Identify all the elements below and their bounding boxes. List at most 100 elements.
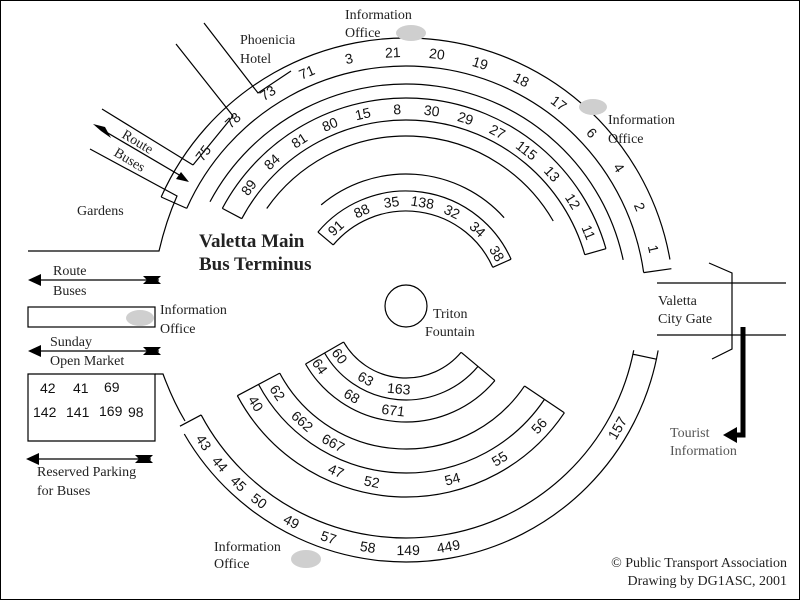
bay-number: 138 <box>410 193 436 212</box>
tourist-info-line2: Information <box>670 444 737 459</box>
route-road-upper <box>101 108 194 166</box>
city-gate-line2: City Gate <box>658 312 712 327</box>
bay-number: 68 <box>341 385 363 407</box>
city-gate-line1: Valetta <box>658 294 698 309</box>
bay-number: 449 <box>435 536 461 556</box>
left-box-route: 69 <box>104 379 120 395</box>
bay-arcs <box>160 37 672 563</box>
info-office-right-line1: Information <box>608 113 675 128</box>
outer-bottom-arc-inner <box>200 350 635 539</box>
tourist-info-line1: Tourist <box>670 426 710 441</box>
outer-bottom-end <box>179 414 202 427</box>
bay-number: 55 <box>489 448 511 470</box>
bay-number: 81 <box>288 129 310 151</box>
second-end <box>222 207 243 220</box>
bay-number: 88 <box>351 200 372 221</box>
bay-number: 91 <box>325 217 347 239</box>
outer-top-end <box>643 268 672 274</box>
outer-top-end <box>160 196 187 209</box>
road-edges <box>27 22 786 442</box>
middle-bottom-arc-3 <box>236 395 565 498</box>
info-office-left-icon <box>126 310 154 326</box>
reserved-parking-line2: for Buses <box>37 484 90 499</box>
bay-number: 71 <box>296 62 317 83</box>
bay-number: 32 <box>442 201 463 222</box>
sunday-market-line1: Sunday <box>50 335 92 350</box>
bay-number: 6 <box>583 124 600 141</box>
bay-number: 12 <box>562 191 584 213</box>
info-office-building <box>27 306 156 328</box>
bay-number: 115 <box>513 137 541 163</box>
tourist-info-arrow <box>723 327 746 443</box>
lane-arc <box>266 135 554 222</box>
sunday-market-line2: Open Market <box>50 354 124 369</box>
phoenicia-hotel-line2: Hotel <box>240 52 271 67</box>
bay-number: 52 <box>363 472 382 491</box>
left-box-route: 142 <box>33 404 57 420</box>
bay-number: 75 <box>192 142 214 164</box>
bay-number: 47 <box>326 460 347 481</box>
bay-number: 662 <box>288 407 316 435</box>
inner-top-arc-outer <box>317 190 512 260</box>
bay-number: 40 <box>245 393 267 415</box>
credit-line2: Drawing by DG1ASC, 2001 <box>628 574 787 589</box>
bay-number: 27 <box>487 121 508 143</box>
left-box-route: 169 <box>99 403 123 419</box>
info-office-left-line2: Office <box>160 322 196 337</box>
left-box-route: 141 <box>66 404 90 420</box>
left-box-route: 42 <box>40 380 56 396</box>
bay-number: 20 <box>428 45 446 63</box>
bay-number: 157 <box>605 414 631 442</box>
inner-bottom-arc-2 <box>324 352 479 401</box>
city-gate-wall <box>708 262 733 360</box>
info-office-bottom-icon <box>291 550 321 568</box>
bay-number: 43 <box>193 432 215 454</box>
bay-number: 57 <box>319 527 339 547</box>
triton-fountain-line2: Fountain <box>425 325 475 340</box>
middle-bottom-end <box>237 372 281 397</box>
bay-number: 80 <box>320 114 341 135</box>
bay-number: 54 <box>443 469 462 489</box>
left-route-box <box>27 373 156 442</box>
bay-number: 78 <box>222 109 244 131</box>
bay-number: 45 <box>227 472 249 494</box>
gardens-label: Gardens <box>77 204 124 219</box>
second-arc-inner <box>241 119 586 255</box>
bay-number: 11 <box>579 222 599 242</box>
route-arrows <box>26 124 189 465</box>
inner-bottom-end <box>305 341 344 365</box>
arrow-tail-icon <box>93 124 111 138</box>
inner-bottom-end <box>460 351 496 382</box>
left-box-route: 98 <box>128 404 144 420</box>
bay-number: 62 <box>267 382 289 404</box>
inner-bottom-arc-3 <box>305 363 496 423</box>
bay-number: 34 <box>466 218 488 240</box>
triton-fountain-icon <box>384 284 428 328</box>
info-office-bottom-line2: Office <box>214 557 250 572</box>
bay-number: 38 <box>486 243 508 265</box>
info-office-top-line2: Office <box>345 26 381 41</box>
bay-number: 58 <box>359 538 377 556</box>
bay-number: 17 <box>548 92 570 114</box>
terminus-title-line2: Bus Terminus <box>199 254 311 275</box>
second-end <box>584 248 607 256</box>
info-office-top-icon <box>396 25 426 41</box>
bay-number: 3 <box>343 50 354 67</box>
bay-number: 8 <box>393 101 402 117</box>
arrow-head-icon <box>176 172 189 182</box>
second-arc-outer <box>221 97 607 249</box>
middle-bottom-end <box>524 385 565 414</box>
bay-number: 671 <box>381 401 406 420</box>
outer-top-arc-outer <box>160 37 671 260</box>
triton-fountain-line1: Triton <box>433 307 468 322</box>
outer-top-arc-inner <box>186 65 645 273</box>
bay-number: 19 <box>470 53 490 73</box>
outer-bottom-end <box>632 353 657 360</box>
bay-number: 2 <box>631 200 649 214</box>
upper-road-edge <box>175 43 234 166</box>
bay-number: 4 <box>610 160 628 175</box>
inner-top-arc-inner <box>332 210 494 268</box>
bay-number: 50 <box>248 490 270 512</box>
